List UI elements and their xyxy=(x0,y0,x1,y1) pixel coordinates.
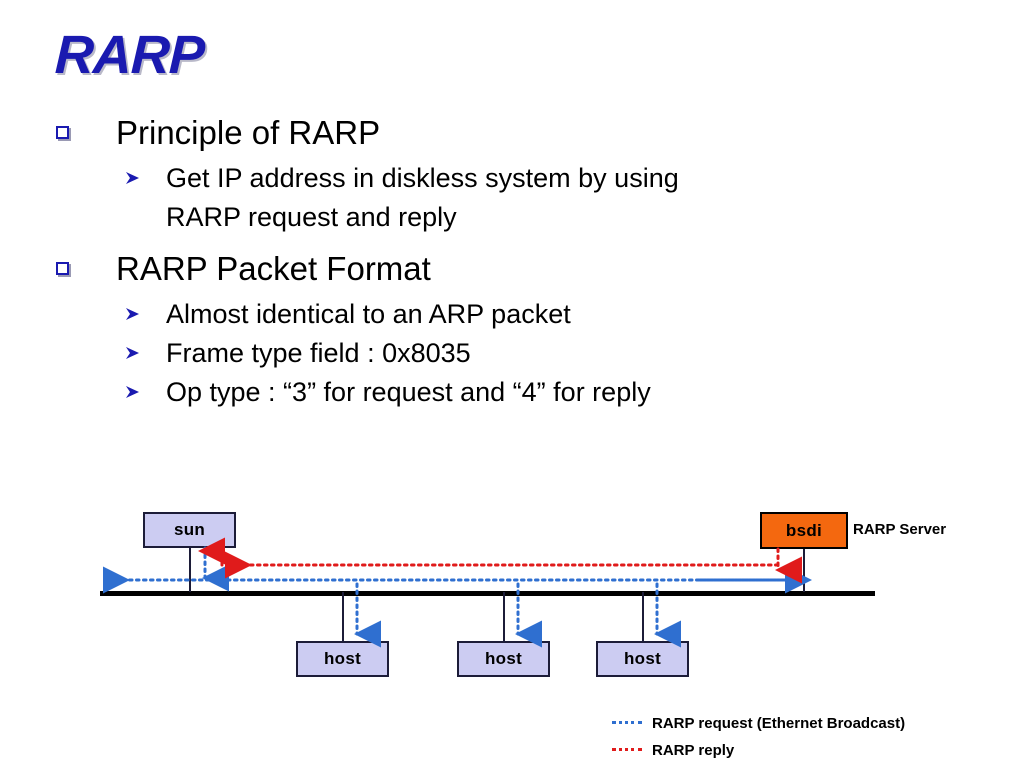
node-host3[interactable]: host xyxy=(596,641,689,677)
node-bsdi-label: bsdi xyxy=(785,520,823,540)
node-host2-stem xyxy=(503,592,505,642)
node-host1-stem xyxy=(342,592,344,642)
legend-item-reply: RARP reply xyxy=(612,737,1012,764)
chevron-arrow-bullet-icon xyxy=(123,343,143,363)
node-sun-stem xyxy=(189,548,191,592)
bullet-level2-label: Almost identical to an ARP packet xyxy=(166,299,571,329)
bullet-level2-label: Frame type field : 0x8035 xyxy=(166,338,471,368)
ethernet-bus-line xyxy=(100,591,875,596)
bullet-level2: Op type : “3” for request and “4” for re… xyxy=(0,374,1024,411)
bullet-level2-label: Get IP address in diskless system by usi… xyxy=(166,163,679,193)
node-host1-label: host xyxy=(323,649,362,668)
bullet-level2: Almost identical to an ARP packet xyxy=(0,296,1024,333)
bullet-continuation-label: RARP request and reply xyxy=(166,202,457,232)
node-bsdi[interactable]: bsdi xyxy=(760,512,848,549)
bullet-level1: Principle of RARP xyxy=(0,112,1024,154)
bullet-level1-label: Principle of RARP xyxy=(116,114,381,151)
chevron-arrow-bullet-icon xyxy=(123,304,143,324)
square-bullet-icon xyxy=(56,262,69,275)
legend-item-reply-label: RARP reply xyxy=(652,742,735,759)
bullet-body: Principle of RARP Get IP address in disk… xyxy=(0,112,1024,413)
chevron-arrow-bullet-icon xyxy=(123,382,143,402)
bullet-level1: RARP Packet Format xyxy=(0,248,1024,290)
chevron-arrow-bullet-icon xyxy=(123,168,143,188)
node-host3-label: host xyxy=(623,649,662,668)
node-host3-stem xyxy=(642,592,644,642)
legend-item-request-label: RARP request (Ethernet Broadcast) xyxy=(652,715,906,732)
node-sun[interactable]: sun xyxy=(143,512,236,548)
square-bullet-icon xyxy=(56,126,69,139)
node-sun-label: sun xyxy=(173,520,206,539)
bullet-level2: Get IP address in diskless system by usi… xyxy=(0,160,1024,197)
request-line-swatch-icon xyxy=(612,720,642,727)
node-host2-label: host xyxy=(484,649,523,668)
bullet-level2: Frame type field : 0x8035 xyxy=(0,335,1024,372)
diagram-legend: RARP request (Ethernet Broadcast) RARP r… xyxy=(612,710,1012,764)
legend-item-request: RARP request (Ethernet Broadcast) xyxy=(612,710,1012,737)
bullet-level2-label: Op type : “3” for request and “4” for re… xyxy=(166,377,651,407)
rarp-server-label: RARP Server xyxy=(853,521,947,538)
bullet-continuation: RARP request and reply xyxy=(0,199,1024,236)
reply-line-swatch-icon xyxy=(612,747,642,754)
bullet-level1-label: RARP Packet Format xyxy=(116,250,431,287)
